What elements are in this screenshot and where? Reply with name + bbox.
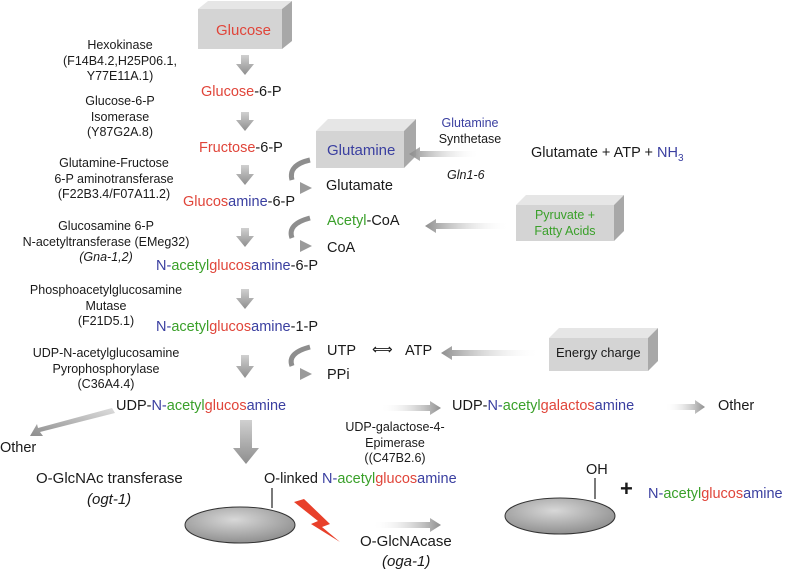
enzyme-gfat-line3: (F22B3.4/F07A11.2) <box>57 187 171 202</box>
ogt-label: O-GlcNAc transferase <box>36 470 183 487</box>
glucose-box <box>198 1 292 49</box>
enzyme-uap-line2: Pyrophosphorylase <box>52 361 160 376</box>
oh-group: OH <box>586 462 608 478</box>
energy-charge-label: Energy charge <box>556 345 641 360</box>
pyruvate-box <box>516 195 624 241</box>
glucosamine-6-phosphate: Glucosamine-6-P <box>183 194 296 210</box>
other-left: Other <box>0 440 37 456</box>
glucose-6-phosphate: Glucose-6-P <box>201 84 282 100</box>
enzyme-uap-line3: (C36A4.4) <box>77 377 135 392</box>
enzyme-epimerase-line1: UDP-galactose-4- <box>345 420 445 434</box>
enzyme-epimerase: UDP-galactose-4- Epimerase ((C47B2.6) <box>330 420 460 467</box>
utp-atp-exchange-icon: ⟺ <box>372 342 393 358</box>
curved-arrows <box>288 157 311 367</box>
coa-product: CoA <box>327 240 356 256</box>
enzyme-gfat-line2: 6-P aminotransferase <box>54 171 174 186</box>
ppi-product: PPi <box>327 367 350 383</box>
cleavage-bolt-icon <box>294 499 340 542</box>
o-linked-glcnac: O-linked N-acetylglucosamine <box>264 471 457 487</box>
gs-glutamine-word: Glutamine <box>441 116 499 130</box>
enzyme-hexokinase-line3: Y77E11A.1) <box>86 69 154 84</box>
enzyme-g6p-isomerase-line2: Isomerase <box>90 109 150 124</box>
enzyme-gna-line1: Glucosamine 6-P <box>58 219 154 233</box>
pathway-arrows <box>233 55 259 464</box>
protein-ellipse-left <box>184 506 296 544</box>
atp: ATP <box>405 343 433 359</box>
enzyme-gna-line2: N-acetyltransferase (EMeg32) <box>22 234 190 249</box>
glutamine-box <box>316 119 416 168</box>
glutamine-box-label: Glutamine <box>327 142 396 159</box>
utp: UTP <box>327 343 356 359</box>
enzyme-pgm-line1: Phosphoacetylglucosamine <box>29 283 183 297</box>
enzyme-epimerase-line2: Epimerase <box>365 435 425 450</box>
side-arrows <box>30 147 705 532</box>
enzyme-pgm: Phosphoacetylglucosamine Mutase (F21D5.1… <box>16 283 196 330</box>
gs-synthetase-word: Synthetase <box>438 132 502 147</box>
enzyme-gfat-line1: Glutamine-Fructose <box>59 156 169 170</box>
enzyme-uap-line1: UDP-N-acetylglucosamine <box>32 346 180 360</box>
glucose-box-label: Glucose <box>216 22 272 39</box>
enzyme-g6p-isomerase: Glucose-6-P Isomerase (Y87G2A.8) <box>40 94 200 141</box>
enzyme-hexokinase-line1: Hexokinase <box>87 38 153 52</box>
n-acetylglucosamine-1-phosphate: N-acetylglucosamine-1-P <box>156 319 319 335</box>
enzyme-g6p-isomerase-line1: Glucose-6-P <box>85 94 155 108</box>
oga-label: O-GlcNAcase <box>360 533 452 550</box>
n-acetylglucosamine-6-phosphate: N-acetylglucosamine-6-P <box>156 258 319 274</box>
udp-n-acetylgalactosamine: UDP-N-acetylgalactosamine <box>452 398 635 414</box>
acetyl-coa: Acetyl-CoA <box>327 213 400 229</box>
enzyme-gna: Glucosamine 6-P N-acetyltransferase (EMe… <box>6 219 206 266</box>
enzyme-pgm-line3: (F21D5.1) <box>77 314 135 329</box>
pyruvate-label-line2: Fatty Acids <box>534 224 596 239</box>
curved-arrowheads <box>300 182 312 380</box>
plus-sign: + <box>620 476 633 501</box>
fructose-6-phosphate: Fructose-6-P <box>199 140 283 156</box>
protein-ellipse-right <box>504 497 616 535</box>
glutamate-atp-nh3: Glutamate + ATP + NH3 <box>531 145 684 164</box>
enzyme-hexokinase: Hexokinase (F14B4.2,H25P06.1, Y77E11A.1) <box>30 38 210 85</box>
enzyme-gna-line3: (Gna-1,2) <box>79 250 133 265</box>
glutamine-synthetase-label: Glutamine Synthetase <box>425 115 515 148</box>
enzyme-g6p-isomerase-line3: (Y87G2A.8) <box>86 125 153 140</box>
energy-charge-box <box>549 328 658 371</box>
ogt-gene-label: (ogt-1) <box>87 491 132 508</box>
free-glcnac: N-acetylglucosamine <box>648 486 783 502</box>
gln-gene-label: Gln1-6 <box>447 168 485 182</box>
oga-gene-label: (oga-1) <box>382 553 431 570</box>
enzyme-epimerase-line3: ((C47B2.6) <box>364 451 426 466</box>
enzyme-uap: UDP-N-acetylglucosamine Pyrophosphorylas… <box>16 346 196 393</box>
glutamate-product: Glutamate <box>326 178 393 194</box>
udp-n-acetylglucosamine: UDP-N-acetylglucosamine <box>116 398 287 414</box>
enzyme-pgm-line2: Mutase <box>85 298 127 313</box>
pyruvate-box-label: Pyruvate + Fatty Acids <box>527 207 603 240</box>
enzyme-hexokinase-line2: (F14B4.2,H25P06.1, <box>63 53 177 68</box>
other-right: Other <box>718 398 755 414</box>
pyruvate-label-line1: Pyruvate + <box>534 208 596 222</box>
enzyme-gfat: Glutamine-Fructose 6-P aminotransferase … <box>24 156 204 203</box>
